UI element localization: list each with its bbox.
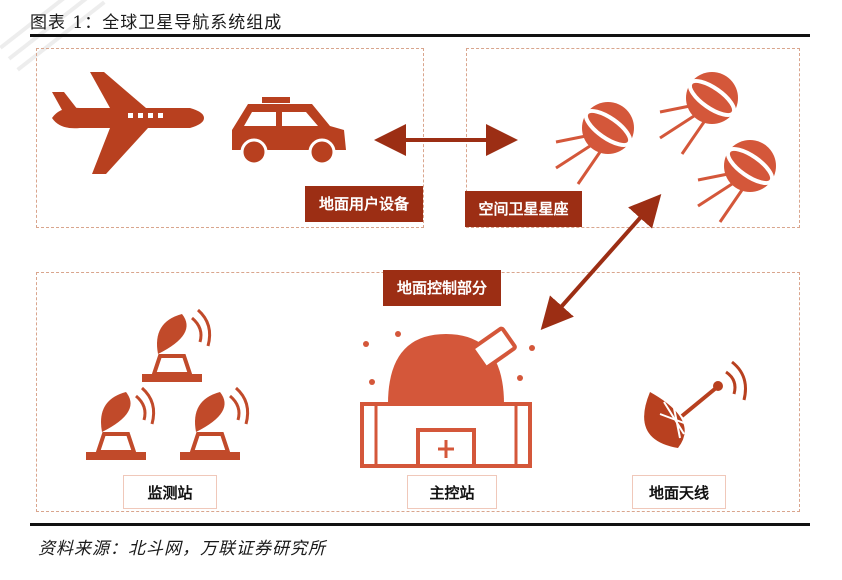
satellite-icon [659, 72, 738, 155]
bottom-rule [30, 523, 810, 526]
car-icon [232, 97, 346, 166]
link-arrow-space-ground [540, 194, 662, 330]
satellite-icon [697, 140, 776, 223]
space-segment-label: 空间卫星星座 [465, 191, 582, 227]
antenna-icon [644, 360, 747, 448]
ground-antenna-label: 地面天线 [632, 475, 726, 509]
top-rule [30, 34, 810, 37]
figure-title: 图表 1：全球卫星导航系统组成 [30, 13, 283, 33]
satellite-icon [555, 102, 634, 185]
figure-source: 资料来源：北斗网，万联证券研究所 [38, 539, 326, 559]
radar-dish-icon [180, 386, 250, 460]
radar-dish-icon [142, 308, 212, 382]
airplane-icon [52, 72, 204, 174]
radar-dish-icon [86, 386, 156, 460]
master-station-label: 主控站 [407, 475, 497, 509]
observatory-icon [360, 326, 535, 468]
ground-segment-label: 地面控制部分 [383, 270, 501, 306]
user-segment-label: 地面用户设备 [305, 186, 423, 222]
monitor-station-label: 监测站 [123, 475, 217, 509]
